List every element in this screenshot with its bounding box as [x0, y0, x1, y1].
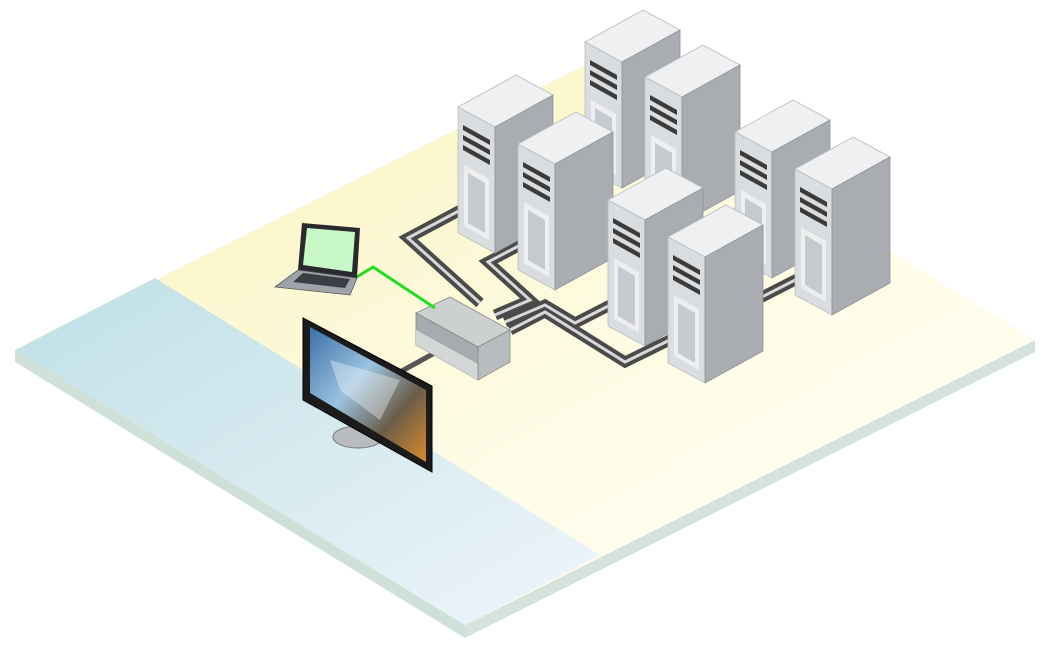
- server-tower: [667, 204, 764, 384]
- laptop-screen: [303, 228, 355, 272]
- server-tower: [794, 136, 891, 316]
- floor-blue-zone: [15, 278, 600, 625]
- server-tower: [517, 111, 614, 291]
- server-cables: [398, 200, 808, 369]
- monitor-screen: [310, 327, 426, 462]
- laptop: [273, 223, 360, 296]
- kvm-switch: [415, 296, 511, 381]
- monitor: [302, 317, 433, 473]
